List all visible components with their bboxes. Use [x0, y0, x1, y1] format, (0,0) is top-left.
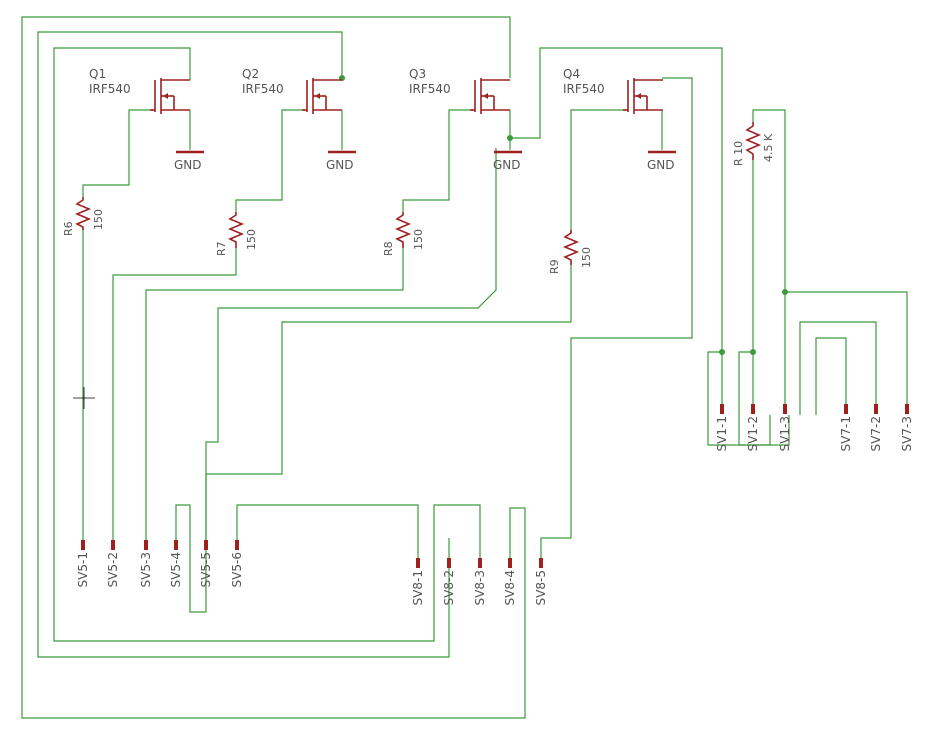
connector-label: SV5-3	[139, 552, 153, 587]
junction-sv1-1	[719, 349, 725, 355]
q1-value: IRF540	[89, 82, 131, 96]
resistor-r9[interactable]: R9 150	[548, 230, 593, 274]
wire-sv5-6-sv8-1	[236, 504, 419, 558]
connector-pin-sv7-1[interactable]: SV7-1	[839, 404, 853, 451]
r8-name: R8	[382, 241, 395, 256]
wire-q4-gate	[570, 109, 628, 230]
resistor-r7[interactable]: R7 150	[215, 212, 258, 256]
gnd-symbol-q4: GND	[647, 150, 676, 172]
connector-label: SV1-1	[715, 416, 729, 451]
connector-label: SV5-6	[230, 552, 244, 587]
q3-name: Q3	[409, 67, 426, 81]
connector-pin-sv8-3[interactable]: SV8-3	[473, 558, 487, 605]
connector-label: SV8-1	[411, 570, 425, 605]
transistor-q4[interactable]: Q4 IRF540	[563, 67, 663, 114]
wire-sv7-2	[799, 321, 877, 415]
connector-pin-sv5-5[interactable]: SV5-5	[199, 540, 213, 587]
resistor-r6[interactable]: R6 150	[62, 197, 105, 236]
connector-pin-sv5-3[interactable]: SV5-3	[139, 540, 153, 587]
wire-sv7-1	[815, 337, 847, 415]
connector-pin-sv5-6[interactable]: SV5-6	[230, 540, 244, 587]
q2-name: Q2	[242, 67, 259, 81]
connector-label: SV8-5	[534, 570, 548, 605]
connector-pin-sv7-2[interactable]: SV7-2	[869, 404, 883, 451]
wire-q2-gate	[235, 109, 307, 212]
wire-r9-sv5-5	[205, 265, 572, 540]
connector-label: SV8-3	[473, 570, 487, 605]
r6-value: 150	[92, 209, 105, 230]
junctions	[339, 75, 788, 355]
transistor-q1[interactable]: Q1 IRF540	[89, 67, 190, 114]
resistor-r8[interactable]: R8 150	[382, 212, 425, 256]
wire-q3-gate	[402, 109, 475, 212]
q4-name: Q4	[563, 67, 580, 81]
r10-name: R 10	[732, 141, 745, 166]
connector-pin-sv5-4[interactable]: SV5-4	[169, 540, 183, 587]
junction-q3-gnd	[507, 135, 513, 141]
q2-value: IRF540	[242, 82, 284, 96]
wire-r10-top	[752, 109, 908, 404]
connector-label: SV7-3	[900, 416, 914, 451]
wire-q1-gate	[82, 109, 155, 197]
connector-label: SV5-2	[106, 552, 120, 587]
wire-r8-sv5-3	[145, 248, 404, 540]
connector-label: SV8-2	[442, 570, 456, 605]
connector-pin-sv5-1[interactable]: SV5-1	[76, 540, 90, 587]
resistor-r10[interactable]: R 10 4.5 K	[732, 122, 775, 166]
r7-value: 150	[245, 229, 258, 250]
gnd-symbol-q3: GND	[493, 150, 522, 172]
connector-label: SV5-1	[76, 552, 90, 587]
connector-pin-sv5-2[interactable]: SV5-2	[106, 540, 120, 587]
cursor-crosshair-icon	[73, 387, 95, 409]
connector-pin-sv1-1[interactable]: SV1-1	[715, 404, 729, 451]
connector-pin-sv8-1[interactable]: SV8-1	[411, 558, 425, 605]
gnd-symbol-q1: GND	[174, 150, 204, 172]
connector-pin-sv8-5[interactable]: SV8-5	[534, 558, 548, 605]
connector-pin-sv8-2[interactable]: SV8-2	[442, 558, 456, 605]
svg-text:GND: GND	[493, 158, 521, 172]
wire-gnd-sv5-4	[510, 47, 790, 446]
r9-value: 150	[580, 247, 593, 268]
wire-q4-drain	[540, 77, 693, 558]
wire-q2-drain	[37, 31, 450, 658]
wire-q3-drain	[21, 16, 526, 719]
connector-label: SV8-4	[503, 570, 517, 605]
q1-name: Q1	[89, 67, 106, 81]
connector-pin-sv1-3[interactable]: SV1-3	[778, 404, 792, 451]
gnd-symbol-q2: GND	[326, 150, 356, 172]
q3-value: IRF540	[409, 82, 451, 96]
connector-label: SV1-3	[778, 416, 792, 451]
wire-q1-drain	[53, 47, 481, 642]
r7-name: R7	[215, 241, 228, 256]
wire-r10-bottom	[738, 160, 771, 446]
connector-pin-sv8-4[interactable]: SV8-4	[503, 558, 517, 605]
connector-label: SV7-1	[839, 416, 853, 451]
r10-value: 4.5 K	[762, 133, 775, 162]
r9-name: R9	[548, 259, 561, 274]
r8-value: 150	[412, 229, 425, 250]
connector-label: SV5-5	[199, 552, 213, 587]
connector-label: SV1-2	[746, 416, 760, 451]
svg-text:GND: GND	[326, 158, 354, 172]
transistor-q3[interactable]: Q3 IRF540	[409, 67, 510, 114]
q4-value: IRF540	[563, 82, 605, 96]
wires	[21, 16, 908, 719]
junction-r10-top	[782, 289, 788, 295]
r6-name: R6	[62, 221, 75, 236]
transistor-q2[interactable]: Q2 IRF540	[242, 67, 342, 114]
connector-label: SV5-4	[169, 552, 183, 587]
connector-pin-sv7-3[interactable]: SV7-3	[900, 404, 914, 451]
connector-label: SV7-2	[869, 416, 883, 451]
junction-sv1-2	[750, 349, 756, 355]
wire-r7-sv5-2	[112, 248, 237, 540]
wire-gnd-sv5-6	[175, 148, 497, 613]
svg-text:GND: GND	[647, 158, 675, 172]
connector-pin-sv1-2[interactable]: SV1-2	[746, 404, 760, 451]
svg-text:GND: GND	[174, 158, 202, 172]
